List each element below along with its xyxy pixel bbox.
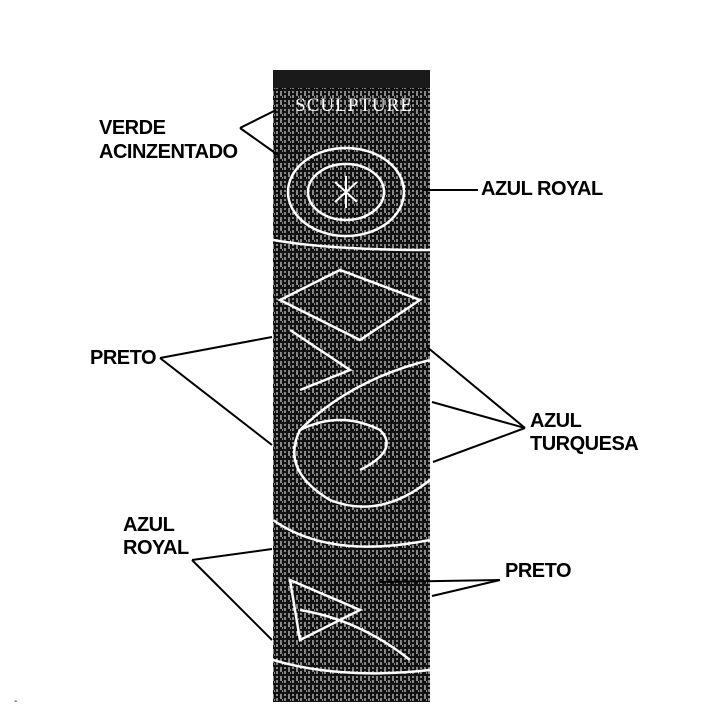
label-azul-turquesa-line1: AZUL [530,410,582,432]
medallion-outer [286,146,406,238]
label-preto-right: PRETO [505,560,572,582]
label-verde-acinzentado: VERDE ACINZENTADO [99,117,238,163]
label-azul-royal-top: AZUL ROYAL [481,178,603,200]
band-header-text: SCULPTURE [295,95,413,116]
label-azul-royal-line2: ROYAL [123,537,189,559]
fabric-band [273,70,430,702]
label-verde-line1: VERDE [99,117,166,139]
label-verde-line2: ACINZENTADO [99,141,238,163]
label-azul-turquesa: AZUL TURQUESA [530,410,639,455]
band-motifs [273,70,430,675]
medallion-inner [306,162,386,222]
page-mark: - [14,696,18,707]
label-preto-left: PRETO [90,347,157,369]
label-azul-turquesa-line2: TURQUESA [530,433,639,455]
label-azul-royal-bottom: AZUL ROYAL [123,514,189,559]
label-azul-royal-line1: AZUL [123,514,175,536]
leader-lines [159,109,526,641]
